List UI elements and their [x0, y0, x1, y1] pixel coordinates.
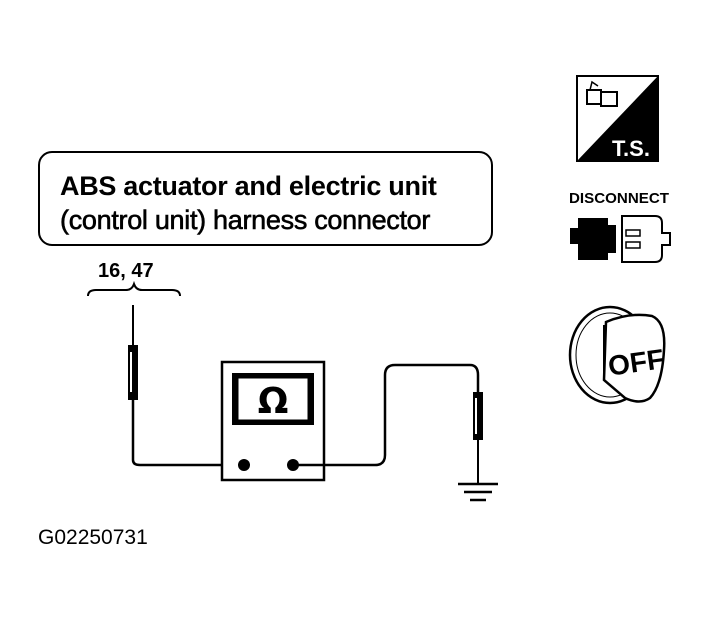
- terminal-bracket: [87, 280, 181, 297]
- terminal-numbers: 16, 47: [98, 260, 154, 282]
- meter-terminal-left: [238, 459, 250, 471]
- disconnect-icon-label: DISCONNECT: [569, 190, 669, 207]
- ground-test-probe: [293, 363, 483, 484]
- ground-symbol: [458, 482, 498, 502]
- connector-label-line1: ABS actuator and electric unit: [60, 171, 437, 201]
- connector-label-box: ABS actuator and electric unit (control …: [38, 151, 493, 246]
- ignition-off-icon: OFF: [568, 305, 666, 405]
- ohm-symbol: Ω: [258, 381, 289, 422]
- ignition-off-label: OFF: [606, 343, 666, 381]
- disconnect-icon: DISCONNECT: [569, 190, 671, 263]
- test-icon: T.S.: [576, 75, 659, 162]
- ohmmeter: Ω: [220, 360, 326, 482]
- test-icon-label: T.S.: [612, 136, 650, 161]
- connector-label-line2: (control unit) harness connector: [60, 205, 431, 236]
- left-test-probe: [128, 305, 240, 467]
- figure-id: G02250731: [38, 526, 148, 549]
